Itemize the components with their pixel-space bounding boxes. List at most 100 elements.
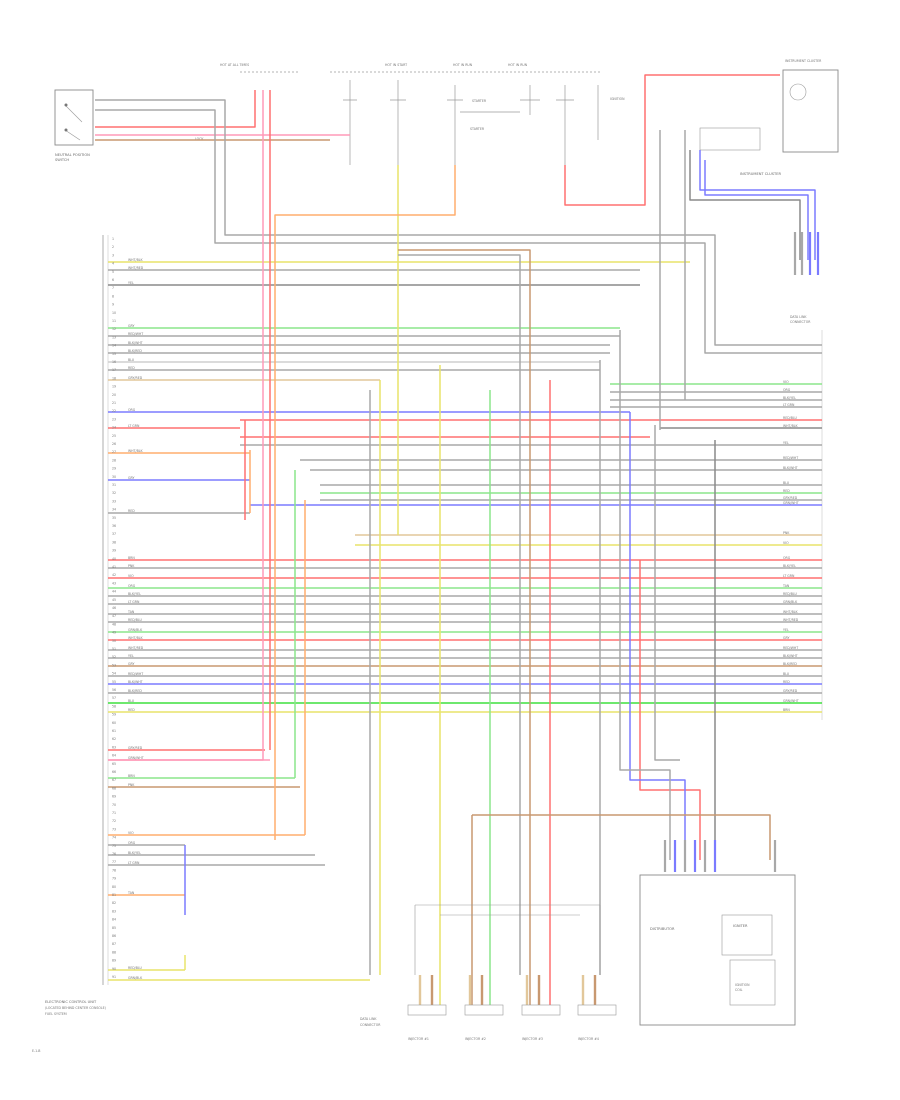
svg-text:LOCK: LOCK: [195, 137, 204, 141]
wire-color-label-right: RED: [783, 489, 790, 493]
ecm-pin-number: 72: [112, 819, 116, 823]
wire-route-15: [689, 150, 801, 260]
ecm-pin-number: 67: [112, 778, 116, 782]
wire-color-label-right: GRN/WHT: [783, 699, 799, 703]
svg-text:ELECTRONIC CONTROL UNIT: ELECTRONIC CONTROL UNIT: [45, 1000, 97, 1004]
ecm-pin-number: 1: [112, 237, 114, 241]
ecm-pin-number: 29: [112, 467, 116, 471]
neutral-switch-component: NEUTRAL POSITION SWITCH: [54, 89, 94, 162]
wire-color-label: ORG: [128, 584, 136, 588]
wire-color-label-right: LT GRN: [783, 574, 795, 578]
ecm-pin-number: 10: [112, 311, 116, 315]
wire-color-label: RED/WHT: [128, 672, 143, 676]
ecm-caption: ELECTRONIC CONTROL UNIT (LOCATED BEHIND …: [32, 1000, 381, 1053]
wire-color-label: GRN/BLK: [128, 628, 143, 632]
svg-text:INJECTOR #3: INJECTOR #3: [522, 1037, 543, 1041]
wire-route-33: [654, 425, 680, 761]
wire-color-label: RED/BLU: [128, 618, 143, 622]
wire-route-30: [472, 814, 771, 860]
wire-color-label: RED/BLU: [128, 966, 143, 970]
ecm-pin-number: 65: [112, 762, 116, 766]
wire-route-13: [699, 150, 816, 260]
ecm-pin-number: 44: [112, 590, 116, 594]
svg-text:INJECTOR #1: INJECTOR #1: [408, 1037, 429, 1041]
ecm-pin-number: 83: [112, 909, 116, 913]
wire-color-label-right: RED/WHT: [783, 646, 798, 650]
ecm-pin-number: 87: [112, 942, 116, 946]
svg-text:FUEL SYSTEM: FUEL SYSTEM: [45, 1012, 67, 1016]
wire-color-label-right: YEL: [783, 441, 789, 445]
wire-color-label-right: BLK/WHT: [783, 466, 798, 470]
ecm-pin-number: 42: [112, 573, 116, 577]
wire-color-label-right: GRN/WHT: [783, 501, 799, 505]
ecm-pin-number: 63: [112, 745, 116, 749]
wire-color-label-right: LT GRN: [783, 403, 795, 407]
ecm-pin-number: 38: [112, 540, 116, 544]
ecm-pin-number: 68: [112, 786, 116, 790]
wire-color-label: GRY/RED: [128, 746, 143, 750]
ecm-pin-number: 5: [112, 270, 114, 274]
ecm-pin-number: 61: [112, 729, 116, 733]
wire-route-14: [704, 160, 809, 260]
wire-color-label: VIO: [128, 831, 134, 835]
wire-color-label: GRY: [128, 662, 134, 666]
ecm-pin-number: 51: [112, 647, 116, 651]
ecm-pin-number: 53: [112, 663, 116, 667]
ecm-pin-number: 54: [112, 672, 116, 676]
ecm-pin-number: 62: [112, 737, 116, 741]
ecm-pin-number: 50: [112, 639, 116, 643]
ecm-pin-number: 28: [112, 458, 116, 462]
ecm-pin-number: 13: [112, 335, 116, 339]
svg-text:HOT IN RUN: HOT IN RUN: [453, 63, 473, 67]
wire-color-label-right: BLU: [783, 672, 790, 676]
ecm-pin-number: 27: [112, 450, 116, 454]
wire-color-label: WHT/BLK: [128, 449, 144, 453]
ecm-pin-number: 79: [112, 877, 116, 881]
ecm-pin-number: 30: [112, 475, 116, 479]
wire-color-label-right: BLK/YEL: [783, 396, 796, 400]
ecm-pin-number: 35: [112, 516, 116, 520]
wire-color-label: VIO: [128, 574, 134, 578]
ecm-pin-number: 34: [112, 508, 116, 512]
ecm-pin-number: 52: [112, 655, 116, 659]
wire-color-label-right: WHT/BLK: [783, 424, 799, 428]
wire-color-label: RED: [128, 708, 135, 712]
wire-route-10: [398, 254, 521, 975]
svg-text:NEUTRAL POSITION: NEUTRAL POSITION: [55, 153, 90, 157]
ecm-pin-number: 91: [112, 975, 116, 979]
wire-color-label-right: GRN/BLK: [783, 600, 798, 604]
ecm-pin-number: 47: [112, 614, 116, 618]
ecm-pin-number: 19: [112, 385, 116, 389]
ecm-pin-number: 16: [112, 360, 116, 364]
wire-route-5: [108, 90, 264, 761]
wire-color-label: BLK/RED: [128, 349, 142, 353]
injector-4: INJECTOR #4: [577, 1004, 617, 1041]
wire-color-label: BLK/YEL: [128, 851, 141, 855]
top-connector-labels: HOT AT ALL TIMES HOT IN START HOT IN RUN…: [195, 63, 625, 141]
ecm-pin-number: 57: [112, 696, 116, 700]
top-connector-row: [240, 71, 600, 165]
ecm-pin-number: 69: [112, 795, 116, 799]
ecm-pin-number: 9: [112, 303, 114, 307]
svg-text:SWITCH: SWITCH: [55, 158, 69, 162]
wire-color-label: BLU: [128, 358, 135, 362]
wire-color-label-right: BLK/YEL: [783, 564, 796, 568]
wire-color-label-right: VIO: [783, 541, 789, 545]
wire-color-label: BRN: [128, 556, 135, 560]
ecm-pin-number: 71: [112, 811, 116, 815]
wire-color-label: GRY: [128, 476, 134, 480]
wire-color-label: YEL: [128, 654, 134, 658]
ecm-pin-number: 70: [112, 803, 116, 807]
wire-color-label-right: TAN: [782, 584, 790, 588]
svg-text:COIL: COIL: [735, 988, 743, 992]
svg-text:DATA LINK: DATA LINK: [790, 315, 807, 319]
svg-text:INSTRUMENT CLUSTER: INSTRUMENT CLUSTER: [740, 172, 781, 176]
ecm-pin-number: 20: [112, 393, 116, 397]
wire-color-label-right: BRN: [783, 708, 790, 712]
ecm-pin-number: 89: [112, 959, 116, 963]
wire-color-label: BLK/WHT: [128, 341, 143, 345]
ecm-pin-number: 24: [112, 426, 116, 430]
ecm-pin-number: 49: [112, 631, 116, 635]
wire-color-label-right: ORG: [783, 388, 791, 392]
